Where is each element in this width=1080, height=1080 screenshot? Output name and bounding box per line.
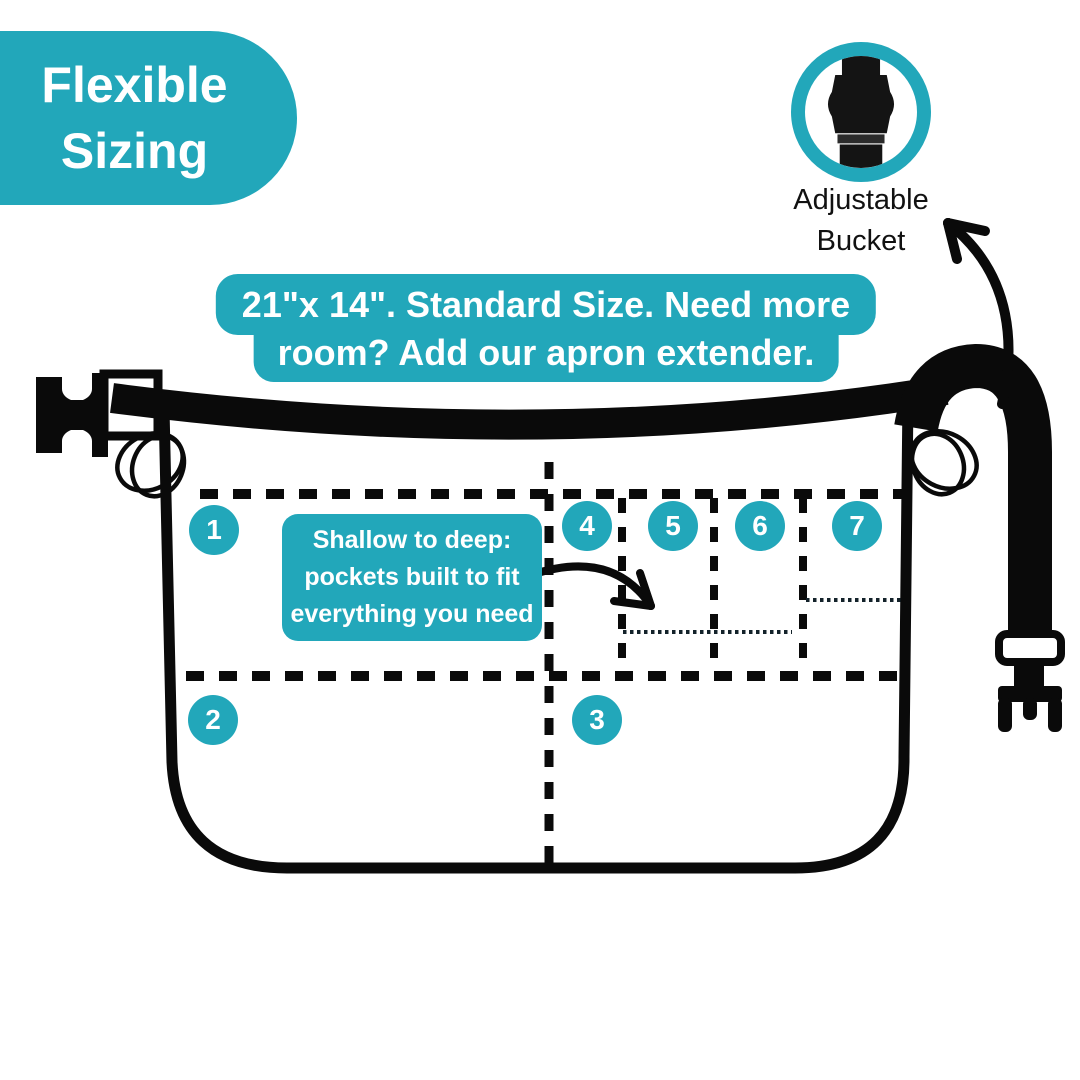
buckle-callout-label: Adjustable Bucket: [741, 180, 981, 262]
left-buckle-frame-icon: [99, 369, 163, 441]
size-banner-line-1: 21"x 14". Standard Size. Need more: [215, 274, 877, 335]
buckle-label-line-1: Adjustable: [793, 184, 929, 216]
arrow-to-pocket-icon: [527, 562, 655, 610]
pocket-marker-4: 4: [562, 501, 612, 551]
pocket-note-line-2: pockets built to fit: [304, 563, 520, 591]
buckle-photo-circle: [791, 42, 931, 182]
badge-line-2: Sizing: [60, 123, 209, 179]
right-strap: [894, 343, 1052, 642]
right-loop-icon: [909, 429, 979, 497]
right-buckle-icon: [995, 630, 1065, 732]
arrow-to-buckle-icon: [943, 218, 1014, 409]
left-buckle-icon: [36, 373, 108, 457]
pocket-marker-3: 3: [572, 695, 622, 745]
buckle-label-line-2: Bucket: [816, 225, 906, 257]
pocket-marker-7: 7: [832, 501, 882, 551]
apron-outline: [158, 397, 914, 874]
size-banner-line-2: room? Add our apron extender.: [253, 330, 839, 382]
pocket-marker-6: 6: [735, 501, 785, 551]
badge-line-1: Flexible: [41, 57, 228, 113]
pocket-marker-5: 5: [648, 501, 698, 551]
pocket-note-line-1: Shallow to deep:: [312, 526, 512, 554]
waistband: [110, 375, 949, 440]
flexible-sizing-badge: Flexible Sizing: [0, 31, 297, 205]
pocket-note-line-3: everything you need: [290, 600, 534, 628]
pocket-marker-1: 1: [189, 505, 239, 555]
buckle-icon: [827, 56, 895, 168]
pocket-note: Shallow to deep: pockets built to fit ev…: [282, 514, 542, 641]
pocket-marker-2: 2: [188, 695, 238, 745]
